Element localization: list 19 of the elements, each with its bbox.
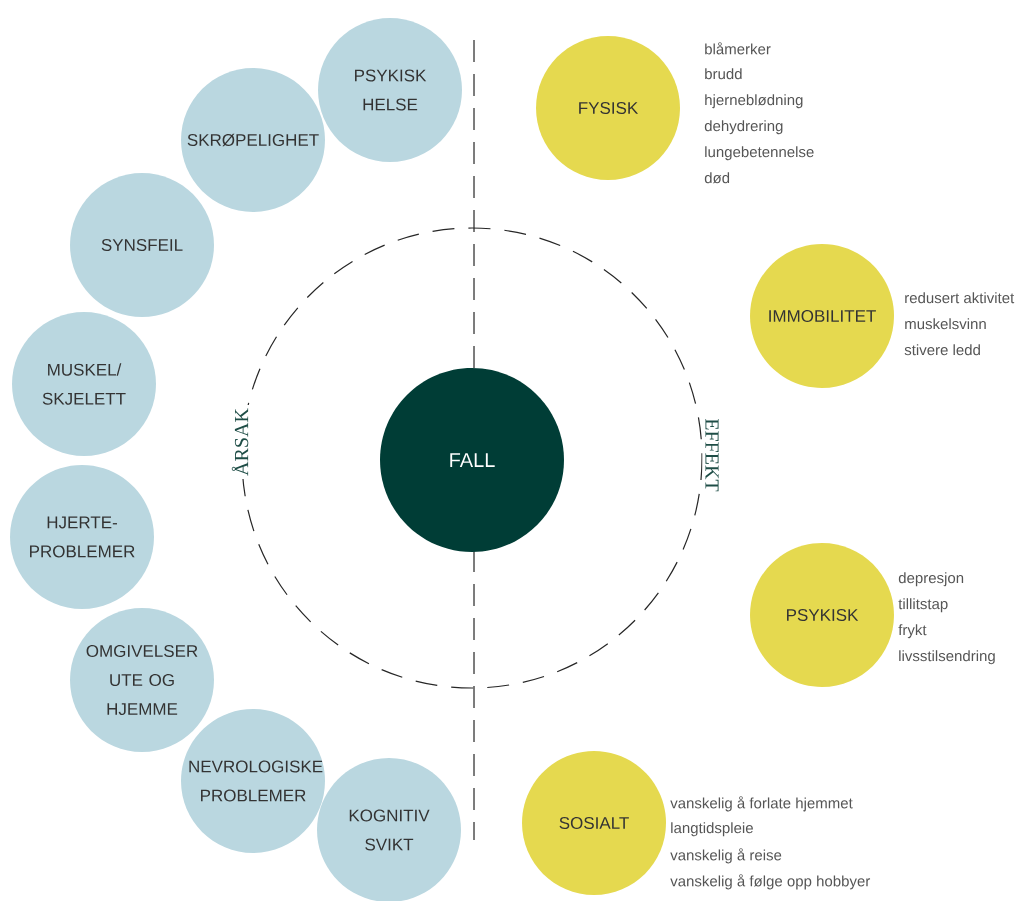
effect-text: vanskelig å forlate hjemmet [670,796,853,812]
effect-text: tillitstap [898,598,948,613]
effect-text: muskelsvinn [905,318,986,330]
effect-text: stivere ledd [904,344,980,356]
effect-text: redusert aktivitet [905,292,1015,304]
effect-text: hjerneblødning [705,94,803,109]
arc-label: ÅRSAK [228,405,252,479]
effect-text: lungebetennelse [705,146,814,161]
effect-text: død [704,172,730,184]
effect-text: langtidspleie [671,822,753,837]
effect-text: frykt [898,624,927,639]
effect-text: brudd [705,68,742,80]
effect-text: vanskelig å følge opp hobbyer [670,874,871,890]
effect-text: dehydrering [704,120,783,135]
effect-text: vanskelig å reise [670,848,782,864]
effect-text: livsstilsendring [899,650,995,665]
arc-label: EFFEKT [702,415,722,495]
effect-text: depresjon [898,572,964,587]
effect-text: blåmerker [705,42,771,55]
